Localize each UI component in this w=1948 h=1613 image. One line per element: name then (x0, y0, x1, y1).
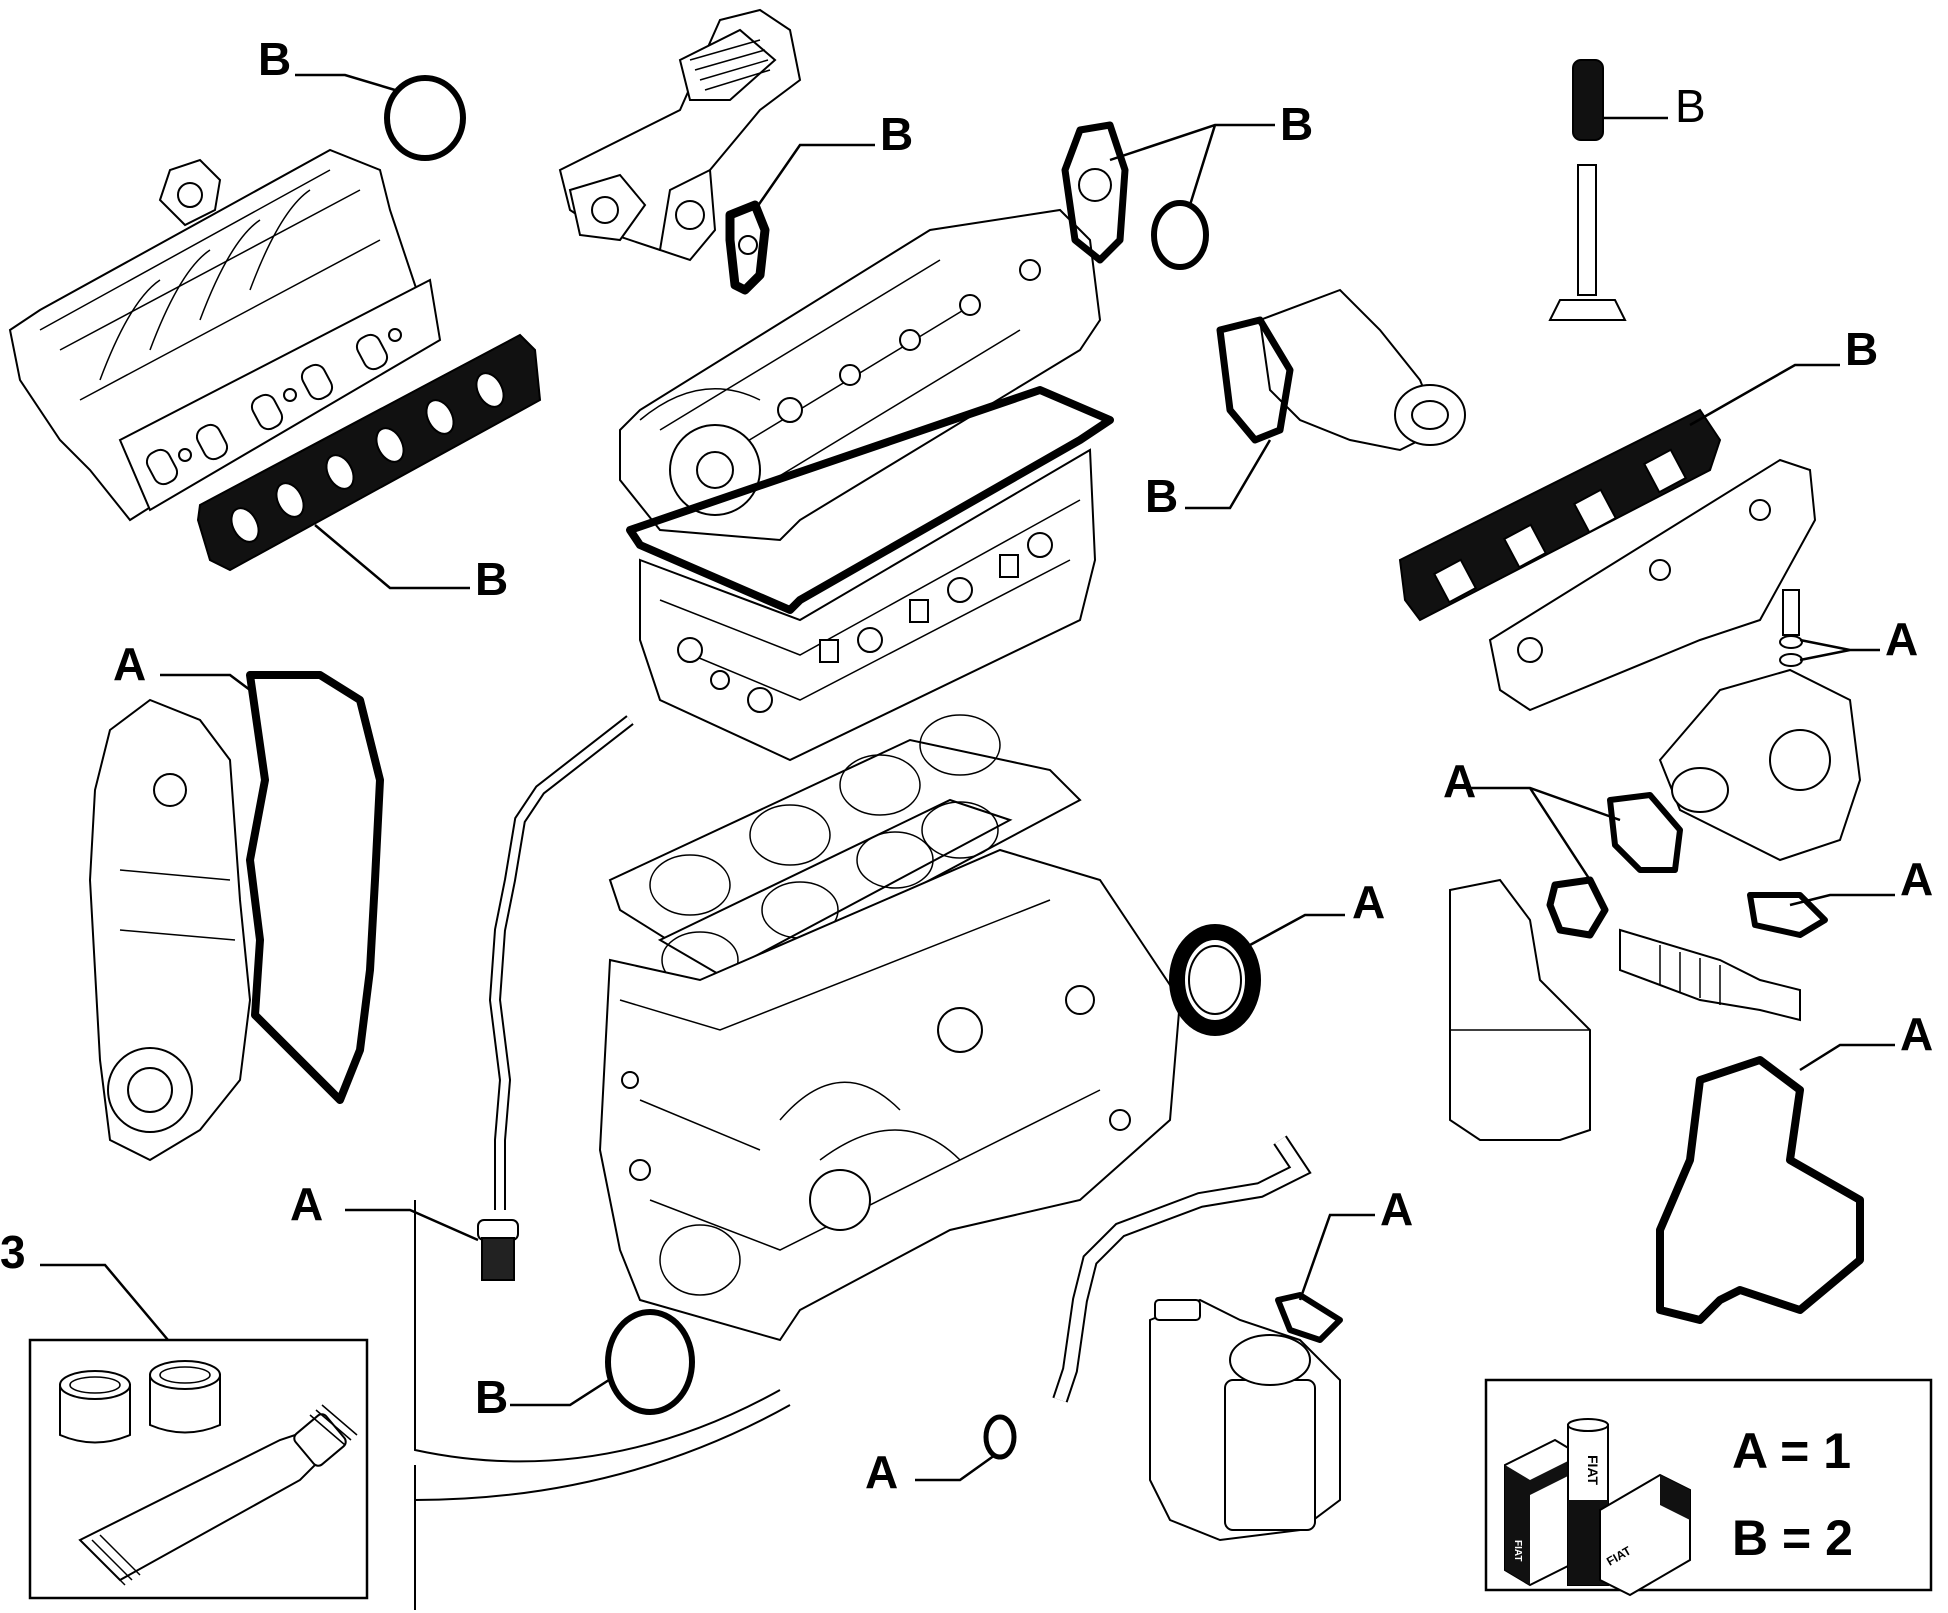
callout-b-egr-gasket: B (880, 108, 913, 160)
leader-lines (40, 73, 1895, 1482)
callout-a-oil-cooler-gasket: A (1900, 1008, 1933, 1060)
oil-pipe (1052, 1135, 1312, 1403)
callout-b-valve-seal: B (1675, 80, 1706, 132)
callout-a-turbo-gasket: A (1443, 755, 1476, 807)
rear-o-ring (605, 1309, 695, 1415)
crankshaft-seal (1169, 924, 1261, 1036)
callout-a-timing-gasket: A (113, 638, 146, 690)
valve-stem-seal (1572, 59, 1604, 141)
intake-o-ring (384, 75, 466, 161)
sealant-kit-box (28, 1338, 369, 1600)
callout-a-studs: A (1885, 613, 1918, 665)
legend-box: FIAT FIAT FIAT A = 1 B = 2 (1484, 1378, 1933, 1597)
separator-line (414, 1200, 781, 1463)
callout-b-intake-gasket: B (475, 553, 508, 605)
intake-manifold-gasket (196, 333, 542, 572)
turbo-housing (1658, 668, 1862, 862)
egr-valve (558, 8, 802, 262)
timing-cover-gasket (246, 671, 384, 1104)
callout-kit-3: 3 (0, 1226, 26, 1278)
sealant-jar-icon (59, 1370, 131, 1444)
sealant-tube-icon (78, 1404, 358, 1586)
callout-a-egr-pipe-gasket: A (1900, 853, 1933, 905)
oil-cooler-gasket (1656, 1056, 1864, 1324)
valve (1548, 164, 1627, 321)
callout-b-flange-gaskets: B (1280, 98, 1313, 150)
legend-line-a: A = 1 (1732, 1423, 1851, 1479)
intake-manifold (8, 148, 442, 522)
cylinder-head-gasket (608, 714, 1082, 989)
catalytic-converter (1449, 878, 1591, 1141)
timing-cover (88, 698, 252, 1162)
callout-b-rear-oring: B (475, 1371, 508, 1423)
callout-a-oil-filter-gasket: A (1380, 1183, 1413, 1235)
callout-b-thermostat-gasket: B (1145, 470, 1178, 522)
legend-line-b: B = 2 (1732, 1510, 1853, 1566)
egr-pipe (1619, 928, 1801, 1022)
svg-text:FIAT: FIAT (1512, 1540, 1523, 1561)
turbo-gasket-2 (1546, 876, 1609, 939)
egr-pipe-gasket (1747, 892, 1828, 938)
turbo-gasket (1607, 792, 1683, 873)
callout-a-drain-plug: A (290, 1178, 323, 1230)
callout-a-crank-seal: A (1352, 876, 1385, 928)
thermostat-gasket (1216, 316, 1294, 444)
studs-washers (1779, 589, 1803, 667)
engine-block (598, 848, 1182, 1342)
cylinder-head (639, 448, 1097, 762)
egr-gasket (725, 200, 770, 295)
fiat-parts-package-icon: FIAT FIAT FIAT (1504, 1418, 1691, 1597)
flange-gasket (1061, 121, 1129, 264)
svg-text:FIAT: FIAT (1585, 1455, 1601, 1486)
oil-filter-module (1149, 1298, 1341, 1542)
oil-filter-gasket (1275, 1292, 1343, 1343)
drain-plug (477, 1219, 519, 1281)
exhaust-manifold-gasket (1398, 408, 1722, 622)
callout-b-exhaust-gasket: B (1845, 323, 1878, 375)
flange-o-ring (1151, 200, 1209, 270)
sealant-jar-icon-2 (149, 1360, 221, 1434)
callout-a-pipe-oring: A (865, 1446, 898, 1498)
cam-cover-gasket (626, 386, 1114, 614)
pipe-o-ring (983, 1414, 1017, 1460)
callout-b-intake-ring: B (258, 33, 291, 85)
exhaust-manifold (1488, 458, 1817, 712)
